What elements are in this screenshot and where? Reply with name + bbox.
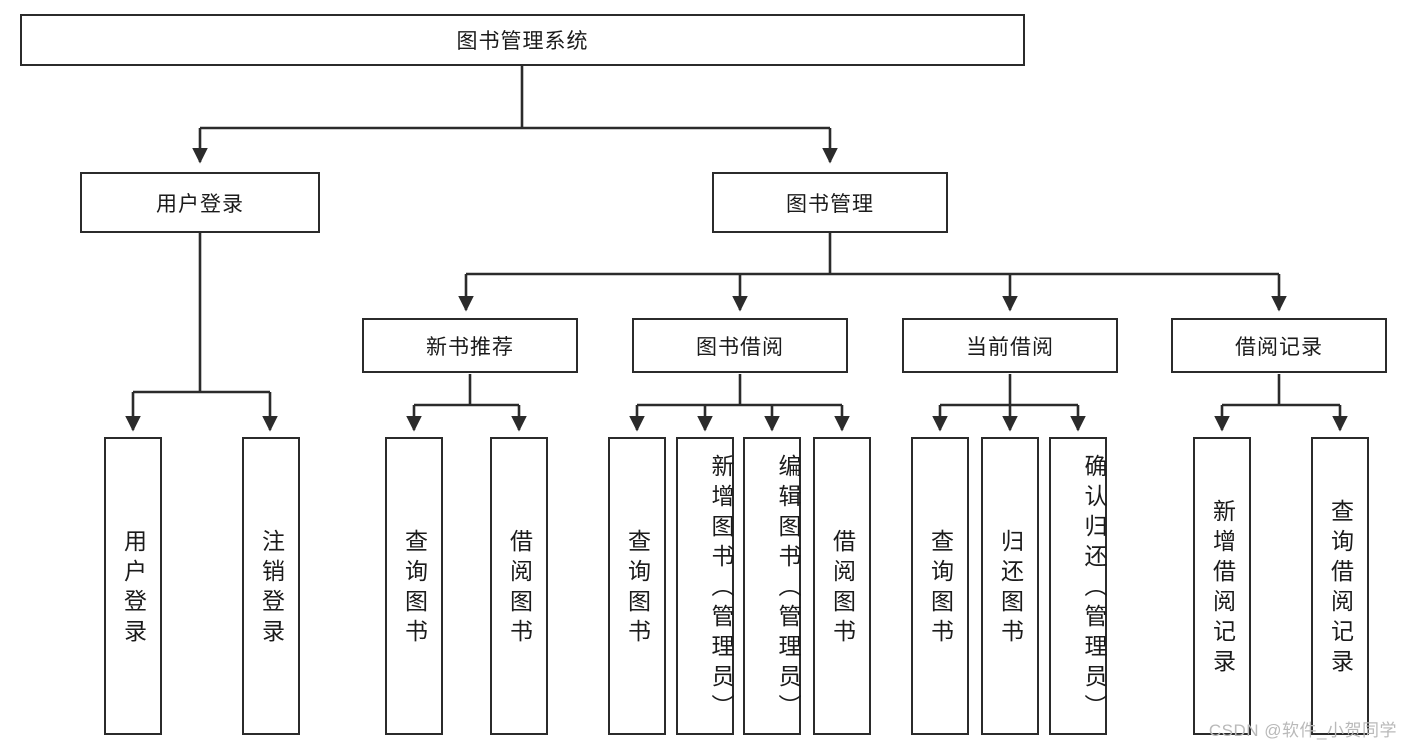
node-borrow-records[interactable]: 借阅记录 bbox=[1171, 318, 1387, 373]
node-label: 图书管理 bbox=[786, 192, 874, 216]
leaf-borrow-book-recommend[interactable]: 借阅图书 bbox=[490, 437, 548, 735]
node-label: 查询图书 bbox=[401, 529, 428, 649]
leaf-query-borrow-record[interactable]: 查询借阅记录 bbox=[1311, 437, 1369, 735]
leaf-query-book-recommend[interactable]: 查询图书 bbox=[385, 437, 443, 735]
node-label: 新增图书（管理员） bbox=[708, 454, 734, 724]
node-label: 借阅图书 bbox=[506, 529, 533, 649]
node-new-book-recommendation[interactable]: 新书推荐 bbox=[362, 318, 578, 373]
leaf-borrow-book[interactable]: 借阅图书 bbox=[813, 437, 871, 735]
node-user-login[interactable]: 用户登录 bbox=[80, 172, 320, 233]
node-label: 查询图书 bbox=[624, 529, 651, 649]
node-label: 确认归还（管理员） bbox=[1081, 454, 1107, 724]
node-book-management[interactable]: 图书管理 bbox=[712, 172, 948, 233]
node-label: 查询图书 bbox=[927, 529, 954, 649]
leaf-query-book-current[interactable]: 查询图书 bbox=[911, 437, 969, 735]
node-label: 查询借阅记录 bbox=[1327, 499, 1354, 679]
node-label: 注销登录 bbox=[258, 529, 285, 649]
node-label: 借阅图书 bbox=[829, 529, 856, 649]
leaf-user-login[interactable]: 用户登录 bbox=[104, 437, 162, 735]
node-label: 图书管理系统 bbox=[456, 30, 589, 53]
leaf-edit-book-admin[interactable]: 编辑图书（管理员） bbox=[743, 437, 801, 735]
node-label: 新增借阅记录 bbox=[1209, 499, 1236, 679]
leaf-confirm-return-admin[interactable]: 确认归还（管理员） bbox=[1049, 437, 1107, 735]
node-label: 编辑图书（管理员） bbox=[775, 454, 801, 724]
leaf-add-borrow-record[interactable]: 新增借阅记录 bbox=[1193, 437, 1251, 735]
node-label: 归还图书 bbox=[997, 529, 1024, 649]
node-label: 当前借阅 bbox=[966, 335, 1054, 359]
leaf-logout[interactable]: 注销登录 bbox=[242, 437, 300, 735]
node-label: 借阅记录 bbox=[1235, 335, 1323, 359]
node-label: 用户登录 bbox=[156, 192, 244, 216]
node-book-borrow[interactable]: 图书借阅 bbox=[632, 318, 848, 373]
node-label: 用户登录 bbox=[120, 529, 147, 649]
node-current-borrow[interactable]: 当前借阅 bbox=[902, 318, 1118, 373]
leaf-add-book-admin[interactable]: 新增图书（管理员） bbox=[676, 437, 734, 735]
node-label: 新书推荐 bbox=[426, 335, 514, 359]
node-root-book-management-system[interactable]: 图书管理系统 bbox=[20, 14, 1025, 66]
leaf-query-book-borrow[interactable]: 查询图书 bbox=[608, 437, 666, 735]
node-label: 图书借阅 bbox=[696, 335, 784, 359]
leaf-return-book[interactable]: 归还图书 bbox=[981, 437, 1039, 735]
